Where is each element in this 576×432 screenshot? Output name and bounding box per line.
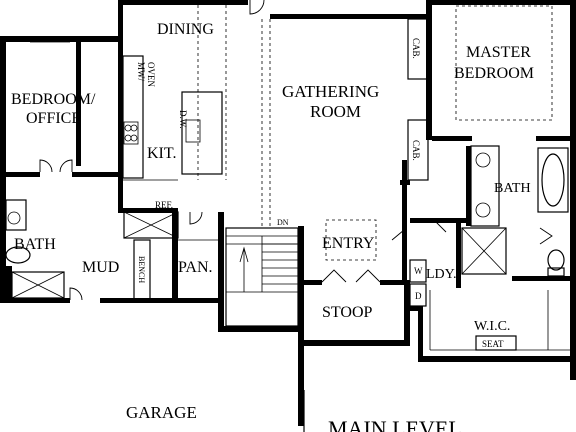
dining-label: DINING <box>157 21 214 38</box>
cabinet-upper-label: CAB. <box>411 38 421 59</box>
pantry-label: PAN. <box>178 259 213 276</box>
master-bedroom-label-line1: MASTER <box>466 44 531 61</box>
entry-label: ENTRY <box>322 235 375 252</box>
cabinet-lower-label: CAB. <box>411 140 421 161</box>
seat-label: SEAT <box>482 339 504 349</box>
stoop-label: STOOP <box>322 304 372 321</box>
garage-label: GARAGE <box>126 403 197 422</box>
bath-left-label: BATH <box>14 236 56 253</box>
stair-down-label: DN <box>277 218 289 227</box>
laundry-label: LDY. <box>426 267 456 282</box>
mw-oven-label-line1: MW/ <box>136 62 146 81</box>
mud-label: MUD <box>82 259 119 276</box>
bench-label: BENCH <box>137 256 146 283</box>
dryer-label: D <box>415 291 422 301</box>
doors <box>39 0 553 301</box>
gathering-room-label-line1: GATHERING <box>282 82 379 101</box>
mw-oven-label-line2: OVEN <box>146 62 156 87</box>
gathering-room-label-line2: ROOM <box>310 102 361 121</box>
bedroom-office-label-line1: BEDROOM/ <box>11 91 96 108</box>
wic-label: W.I.C. <box>474 319 510 334</box>
dishwasher-label: D.W. <box>178 110 188 129</box>
main-level-label: MAIN LEVEL <box>328 416 462 432</box>
master-bedroom-label-line2: BEDROOM <box>454 65 534 82</box>
bedroom-office-label-line2: OFFICE <box>26 110 81 127</box>
kitchen-label: KIT. <box>147 145 176 162</box>
fixture-labels: MW/ OVEN D.W. CAB. CAB. REF. DN BENCH W … <box>136 38 504 349</box>
fixtures <box>5 5 570 432</box>
refrigerator-label: REF. <box>155 200 173 210</box>
room-labels: DINING GATHERING ROOM MASTER BEDROOM BED… <box>11 21 534 432</box>
bath-right-label: BATH <box>494 181 531 196</box>
washer-label: W <box>414 266 423 276</box>
